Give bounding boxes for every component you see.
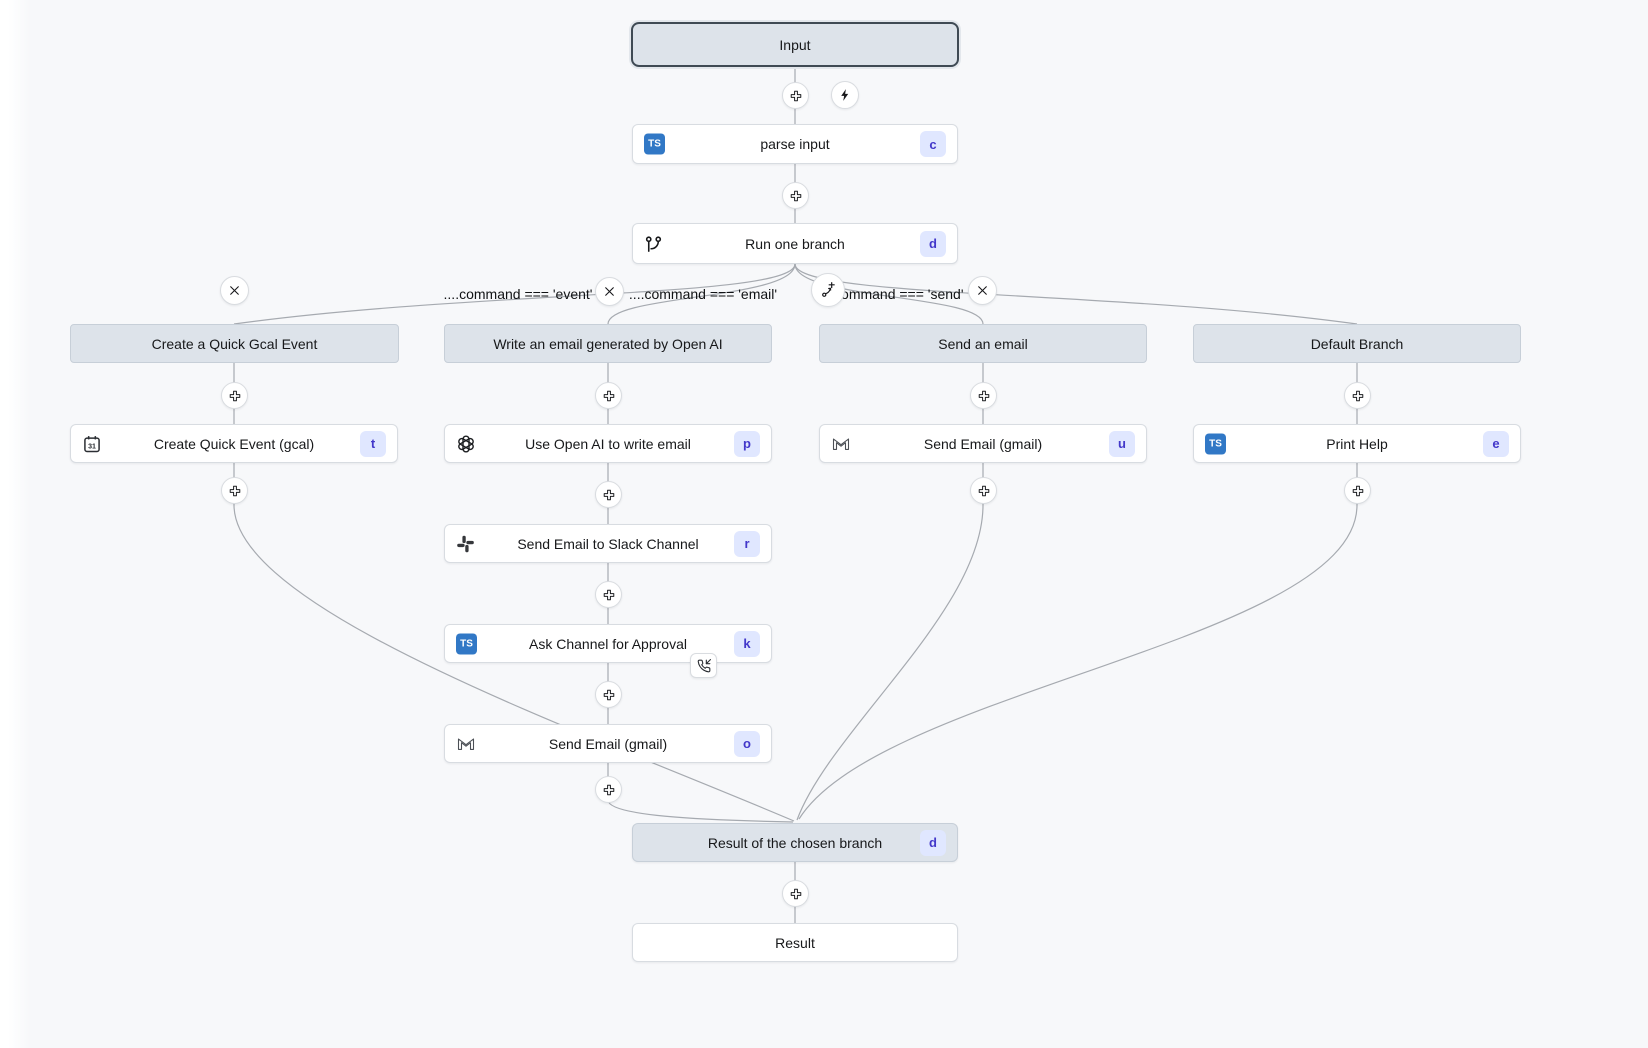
phone-incoming-icon bbox=[697, 658, 711, 673]
branch-condition-event: ....command === 'event' bbox=[443, 286, 593, 302]
step-label: Create Quick Event (gcal) bbox=[153, 435, 315, 452]
branch-header-label: Send an email bbox=[938, 335, 1028, 352]
step-id-badge: r bbox=[734, 530, 760, 557]
parse-input-node[interactable]: TS parse input c bbox=[632, 124, 958, 164]
openai-icon bbox=[456, 434, 476, 454]
remove-branch-button[interactable] bbox=[968, 276, 997, 305]
close-icon bbox=[976, 284, 989, 297]
lightning-icon bbox=[838, 88, 852, 102]
plus-icon bbox=[602, 588, 616, 602]
create-quick-event-node[interactable]: 31 Create Quick Event (gcal) t bbox=[70, 424, 398, 463]
run-one-branch-label: Run one branch bbox=[745, 235, 845, 252]
branch-header-label: Create a Quick Gcal Event bbox=[151, 335, 318, 352]
plus-icon bbox=[602, 488, 616, 502]
svg-text:31: 31 bbox=[88, 442, 96, 450]
add-step-button[interactable] bbox=[1344, 382, 1371, 409]
add-step-button[interactable] bbox=[221, 382, 248, 409]
add-step-button[interactable] bbox=[595, 481, 622, 508]
step-label: Send Email to Slack Channel bbox=[517, 535, 699, 552]
step-id-badge: d bbox=[920, 829, 946, 856]
run-one-branch-node[interactable]: Run one branch d bbox=[632, 223, 958, 264]
branch-condition-send: ....command === 'send' bbox=[818, 286, 964, 302]
step-label: Send Email (gmail) bbox=[923, 435, 1043, 452]
add-step-button[interactable] bbox=[1344, 477, 1371, 504]
plus-icon bbox=[977, 484, 991, 498]
step-label: Use Open AI to write email bbox=[525, 435, 691, 452]
add-step-button[interactable] bbox=[970, 477, 997, 504]
send-email-gmail-node[interactable]: Send Email (gmail) o bbox=[444, 724, 772, 763]
branch-header-send-email[interactable]: Send an email bbox=[819, 324, 1147, 363]
gmail-icon bbox=[831, 434, 851, 454]
input-node-label: Input bbox=[779, 36, 811, 53]
add-step-button[interactable] bbox=[970, 382, 997, 409]
plus-icon bbox=[602, 688, 616, 702]
step-id-badge: d bbox=[920, 230, 946, 257]
step-id-badge: t bbox=[360, 430, 386, 457]
add-branch-icon bbox=[820, 281, 837, 299]
result-node[interactable]: Result bbox=[632, 923, 958, 962]
plus-icon bbox=[1351, 484, 1365, 498]
step-label: Send Email (gmail) bbox=[548, 735, 668, 752]
add-step-button[interactable] bbox=[595, 581, 622, 608]
result-of-chosen-branch-node[interactable]: Result of the chosen branch d bbox=[632, 823, 958, 862]
step-id-badge: k bbox=[734, 630, 760, 657]
remove-branch-button[interactable] bbox=[220, 276, 249, 305]
calendar-icon: 31 bbox=[82, 434, 102, 454]
step-id-badge: u bbox=[1109, 430, 1135, 457]
add-step-button[interactable] bbox=[782, 82, 809, 109]
suspend-step-indicator bbox=[690, 653, 717, 678]
plus-icon bbox=[602, 389, 616, 403]
step-label: Print Help bbox=[1326, 435, 1388, 452]
input-node[interactable]: Input bbox=[631, 22, 959, 67]
branch-header-gcal[interactable]: Create a Quick Gcal Event bbox=[70, 324, 399, 363]
step-id-badge: o bbox=[734, 730, 760, 757]
print-help-node[interactable]: TS Print Help e bbox=[1193, 424, 1521, 463]
plus-icon bbox=[977, 389, 991, 403]
plus-icon bbox=[228, 389, 242, 403]
slack-icon bbox=[456, 534, 475, 553]
typescript-icon: TS bbox=[1205, 433, 1226, 454]
gmail-icon bbox=[456, 734, 476, 754]
result-label: Result bbox=[775, 934, 815, 951]
branch-header-label: Default Branch bbox=[1310, 335, 1404, 352]
add-step-button[interactable] bbox=[782, 880, 809, 907]
close-icon bbox=[228, 284, 241, 297]
result-chosen-label: Result of the chosen branch bbox=[707, 834, 883, 851]
typescript-icon: TS bbox=[456, 633, 477, 654]
git-branch-icon bbox=[644, 234, 663, 253]
send-email-gmail-node[interactable]: Send Email (gmail) u bbox=[819, 424, 1147, 463]
step-label: Ask Channel for Approval bbox=[529, 635, 687, 652]
plus-icon bbox=[602, 783, 616, 797]
ask-approval-node[interactable]: TS Ask Channel for Approval k bbox=[444, 624, 772, 663]
add-step-button[interactable] bbox=[595, 681, 622, 708]
step-id-badge: c bbox=[920, 131, 946, 157]
plus-icon bbox=[1351, 389, 1365, 403]
step-id-badge: p bbox=[734, 430, 760, 457]
add-branch-button[interactable] bbox=[811, 273, 845, 307]
add-step-button[interactable] bbox=[595, 382, 622, 409]
add-step-button[interactable] bbox=[595, 776, 622, 803]
send-email-slack-node[interactable]: Send Email to Slack Channel r bbox=[444, 524, 772, 563]
branch-header-label: Write an email generated by Open AI bbox=[493, 335, 723, 352]
use-openai-node[interactable]: Use Open AI to write email p bbox=[444, 424, 772, 463]
add-step-button[interactable] bbox=[221, 477, 248, 504]
branch-header-openai-email[interactable]: Write an email generated by Open AI bbox=[444, 324, 772, 363]
plus-icon bbox=[789, 887, 803, 901]
trigger-button[interactable] bbox=[831, 81, 859, 109]
add-step-button[interactable] bbox=[782, 182, 809, 209]
remove-branch-button[interactable] bbox=[595, 277, 624, 306]
step-id-badge: e bbox=[1483, 430, 1509, 457]
close-icon bbox=[603, 285, 616, 298]
branch-condition-email: ....command === 'email' bbox=[628, 286, 778, 302]
parse-input-label: parse input bbox=[760, 136, 830, 152]
typescript-icon: TS bbox=[644, 133, 665, 155]
plus-icon bbox=[228, 484, 242, 498]
branch-header-default[interactable]: Default Branch bbox=[1193, 324, 1521, 363]
plus-icon bbox=[789, 189, 803, 203]
plus-icon bbox=[789, 89, 803, 103]
